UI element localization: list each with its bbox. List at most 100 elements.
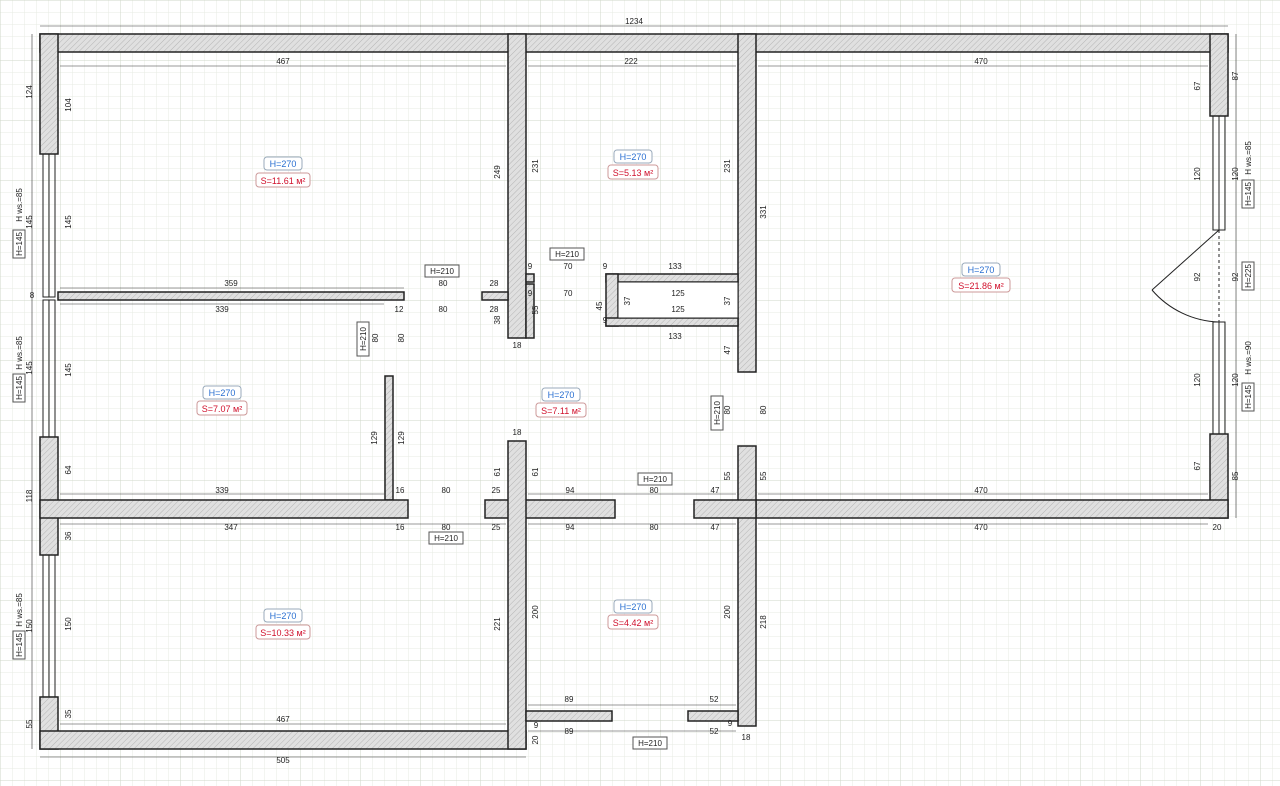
window-tags: H=145 H ws.=85 H=145 H ws.=85 H=145 H ws… [12, 141, 1255, 660]
wall-botmid-bottom-b [687, 710, 739, 722]
area-tag-top-mid: S=5.13 м² [613, 168, 653, 178]
dim-18b: 18 [513, 428, 522, 437]
dim-145a: 145 [25, 215, 34, 229]
dim-9a: 9 [528, 262, 533, 271]
dim-9f: 9 [728, 719, 733, 728]
dim-18a: 18 [513, 341, 522, 350]
dim-120d: 120 [1231, 373, 1240, 387]
wall-right-room-bottom [739, 499, 1229, 519]
dim-94b: 94 [566, 523, 575, 532]
area-tag-bottom-mid: S=4.42 м² [613, 618, 653, 628]
wall-small-1 [525, 273, 535, 283]
height-tag-top-left: H=270 [270, 159, 297, 169]
dim-80f: 80 [759, 405, 768, 414]
dim-37b: 37 [723, 296, 732, 305]
dim-67b: 67 [1193, 461, 1202, 470]
dim-92a: 92 [1193, 272, 1202, 281]
wall-h-midleft-botleft-a [39, 499, 409, 519]
dim-bl-top: 347 [224, 523, 238, 532]
dim-r-left: 331 [759, 205, 768, 219]
height-tag-bottom-mid: H=270 [620, 602, 647, 612]
dim-bl-bottom: 467 [276, 715, 290, 724]
dim-67a: 67 [1193, 81, 1202, 90]
dim-218: 218 [759, 615, 768, 629]
dim-55b: 55 [531, 305, 540, 314]
wall-v-botleft-botmid [507, 440, 527, 750]
wall-left-mid [39, 436, 59, 556]
tag-box [263, 156, 303, 171]
dim-20a: 20 [531, 735, 540, 744]
dim-120c: 120 [1193, 373, 1202, 387]
dim-tl-bottom: 359 [224, 279, 238, 288]
dim-ml-bottom: 339 [215, 486, 229, 495]
dimension-lines [31, 25, 1237, 758]
window-ws-left-top: H ws.=85 [15, 188, 24, 222]
dim-tm-left: 231 [531, 159, 540, 173]
dim-overall-bottom: 505 [276, 756, 290, 765]
closet [617, 281, 739, 319]
dim-94a: 94 [566, 486, 575, 495]
dim-bm-right: 200 [723, 605, 732, 619]
dim-tm-top: 222 [624, 57, 638, 66]
dim-36: 36 [64, 531, 73, 540]
door-tag-6: H=210 [434, 534, 458, 543]
height-tag-mid-left: H=270 [209, 388, 236, 398]
dim-70b: 70 [564, 289, 573, 298]
window-ws-left-bottom: H ws.=85 [15, 593, 24, 627]
dim-70a: 70 [564, 262, 573, 271]
dim-bl-left-b: 35 [64, 709, 73, 718]
dim-25b: 25 [492, 523, 501, 532]
dim-ml-right: 129 [370, 431, 379, 445]
dim-92b: 92 [1231, 272, 1240, 281]
height-tag-top-mid: H=270 [620, 152, 647, 162]
window-h-right-top: H=145 [1244, 182, 1253, 206]
dim-r-top: 470 [974, 57, 988, 66]
wall-small-2 [525, 283, 535, 339]
dim-18c: 18 [742, 733, 751, 742]
dim-9b: 9 [603, 262, 608, 271]
dim-9d: 9 [603, 316, 608, 325]
dimension-labels: 1234 505 467 359 249 104 145 339 339 145… [25, 17, 1240, 765]
wall-left-top [39, 33, 59, 155]
dim-8: 8 [30, 291, 35, 300]
door-tag-5: H=210 [643, 475, 667, 484]
dim-38: 38 [493, 315, 502, 324]
dim-80h: 80 [650, 523, 659, 532]
dim-28b: 28 [490, 305, 499, 314]
height-tag-right: H=270 [968, 265, 995, 275]
wall-bottom-left [39, 730, 527, 750]
dim-124: 124 [25, 85, 34, 99]
wall-h-botmid-top-right [693, 499, 757, 519]
door-tag-2: H=210 [555, 250, 579, 259]
dim-80a: 80 [439, 279, 448, 288]
dim-80b: 80 [439, 305, 448, 314]
dim-47c: 47 [711, 523, 720, 532]
dim-r-bottom-out: 470 [974, 523, 988, 532]
window-ws-right-bottom: H ws.=90 [1244, 341, 1253, 375]
dim-25a: 25 [492, 486, 501, 495]
dim-12: 12 [395, 305, 404, 314]
dim-ml-left: 145 [64, 363, 73, 377]
door-tags: H=210 H=210 H=210 H=210 H=210 H=210 H=21… [356, 247, 724, 750]
wall-h-topleft-midleft [57, 291, 405, 301]
dim-133b: 133 [668, 332, 682, 341]
dim-61a: 61 [493, 467, 502, 476]
dim-ml-left-b: 64 [64, 465, 73, 474]
windows [42, 115, 1226, 698]
window-h-left-bottom: H=145 [15, 633, 24, 657]
area-tag-bottom-left: S=10.33 м² [260, 628, 305, 638]
dim-45: 45 [595, 301, 604, 310]
window-h-right-bottom: H=145 [1244, 385, 1253, 409]
window-ws-right-top: H ws.=85 [1244, 141, 1253, 175]
door-tag-1: H=210 [430, 267, 454, 276]
dim-61b: 61 [531, 467, 540, 476]
window-ws-left-mid: H ws.=85 [15, 336, 24, 370]
wall-botmid-bottom-a [525, 710, 613, 722]
dim-20b: 20 [1213, 523, 1222, 532]
dim-r-bottom: 470 [974, 486, 988, 495]
dim-150: 150 [25, 619, 34, 633]
dim-47a: 47 [723, 345, 732, 354]
dim-120b: 120 [1231, 167, 1240, 181]
height-tag-hall: H=270 [548, 390, 575, 400]
